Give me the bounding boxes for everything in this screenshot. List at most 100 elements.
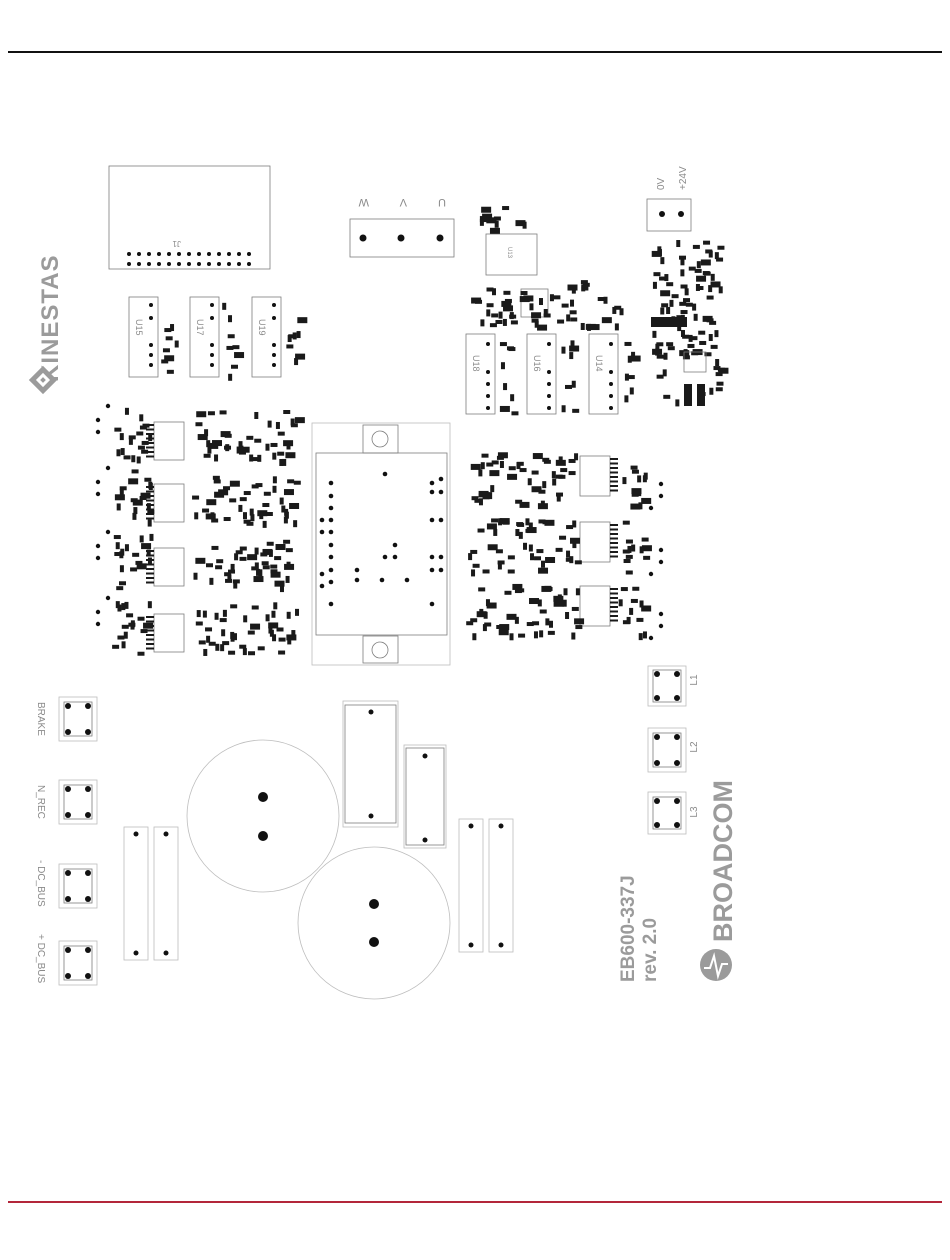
smd-component	[602, 317, 612, 323]
smd-component	[295, 417, 305, 423]
smd-component	[541, 561, 545, 568]
smd-component	[537, 325, 547, 331]
smd-component	[532, 471, 539, 475]
ic-pin	[486, 370, 490, 374]
resistor-strip-left	[124, 827, 178, 960]
header-pin	[207, 252, 211, 256]
header-pin	[177, 252, 181, 256]
smd-component	[140, 535, 144, 542]
smd-component	[283, 410, 290, 414]
ic-pin	[272, 363, 276, 367]
smd-component	[630, 387, 634, 394]
ic-lead	[146, 491, 154, 493]
smd-component	[254, 439, 261, 443]
smd-component	[556, 548, 563, 552]
smd-component	[569, 346, 579, 352]
smd-component	[538, 503, 548, 509]
test-point	[659, 482, 663, 486]
smd-component	[660, 257, 664, 264]
smd-component	[278, 432, 285, 436]
smd-component	[486, 599, 490, 606]
smd-component	[164, 328, 171, 332]
smd-component	[709, 334, 713, 341]
smd-component	[689, 335, 693, 342]
smd-component	[621, 587, 628, 591]
smd-component	[637, 489, 641, 496]
smd-component	[532, 319, 539, 323]
smd-component	[560, 468, 567, 472]
smd-component	[198, 434, 208, 440]
smd-component	[508, 569, 515, 573]
smd-component	[623, 550, 630, 554]
terminal-brake-label: BRAKE	[35, 702, 46, 736]
smd-component	[681, 310, 688, 314]
smd-component	[271, 572, 281, 578]
module-pin	[329, 506, 334, 511]
ic-lead	[610, 490, 618, 492]
smd-component	[566, 525, 573, 529]
smd-component	[209, 578, 213, 585]
smd-component	[228, 374, 232, 381]
module-pin	[329, 602, 334, 607]
smd-component	[175, 341, 179, 348]
smd-component	[511, 320, 518, 324]
smd-component	[473, 564, 480, 568]
smd-component	[251, 566, 258, 570]
smd-component	[250, 624, 260, 630]
ic-lead	[146, 582, 154, 584]
test-point	[659, 548, 663, 552]
smd-component	[213, 476, 220, 480]
smd-component	[666, 342, 673, 346]
smd-component	[276, 422, 280, 429]
smd-component	[240, 557, 247, 561]
smd-component	[615, 323, 619, 330]
smd-component	[230, 481, 240, 487]
smd-component	[204, 454, 211, 458]
ic-lead	[610, 615, 618, 617]
smd-component	[234, 553, 238, 560]
board-revision: rev. 2.0	[640, 918, 661, 982]
smd-component	[214, 492, 224, 498]
module-pin	[320, 518, 325, 523]
bulk-capacitor-1	[187, 740, 339, 892]
resistor-strip-right	[459, 819, 513, 952]
smd-component	[666, 282, 673, 286]
smd-component	[263, 521, 267, 528]
header-pin	[157, 252, 161, 256]
smd-component	[215, 644, 219, 651]
smd-component	[266, 614, 270, 621]
header-j1: J1	[109, 166, 270, 269]
driver-ic-u19-label: U19	[257, 319, 267, 336]
module-pin	[380, 578, 385, 583]
module-pin	[393, 555, 398, 560]
ic-lead	[610, 611, 618, 613]
smd-component	[540, 609, 547, 613]
smd-component	[703, 316, 713, 322]
header-pin	[207, 262, 211, 266]
smd-component	[141, 543, 151, 549]
smd-component	[660, 307, 664, 314]
driver-ic-u14: U14	[589, 334, 618, 414]
smd-component	[559, 456, 563, 463]
smd-component	[572, 607, 579, 611]
smd-component	[481, 462, 485, 469]
module-pin	[439, 555, 444, 560]
smd-component	[643, 556, 650, 560]
kinestas-logo: KINESTAS	[29, 254, 64, 394]
motor-label-w: W	[358, 196, 369, 208]
ic-pin	[609, 342, 613, 346]
ic-pin	[547, 406, 551, 410]
smd-component	[194, 512, 198, 519]
smd-component	[220, 618, 227, 622]
ic-lead	[610, 458, 618, 460]
ic-pin	[609, 406, 613, 410]
smd-component	[120, 490, 124, 497]
smd-component	[286, 634, 296, 640]
smd-component	[498, 452, 508, 458]
header-pin	[247, 252, 251, 256]
smd-component	[144, 478, 151, 482]
test-point	[96, 430, 100, 434]
smd-component	[288, 334, 295, 338]
smd-component	[247, 554, 257, 560]
